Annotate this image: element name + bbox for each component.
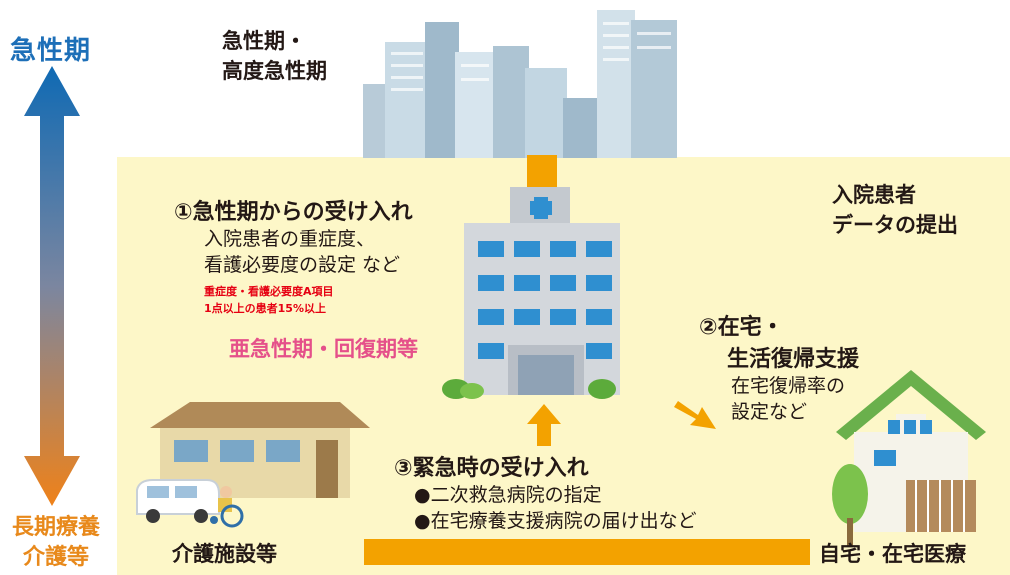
- long-term-axis-label: 長期療養 介護等: [6, 513, 106, 573]
- home-care-label: 自宅・在宅医療: [819, 542, 966, 566]
- item3-bullet1: ●二次救急病院の指定: [414, 484, 602, 506]
- care-facility-icon: [144, 402, 370, 500]
- item1-note-line1: 重症度・看護必要度A項目: [204, 285, 334, 298]
- item2-body-line1: 在宅復帰率の: [731, 375, 846, 397]
- item1-line2: 看護必要度の設定 など: [204, 254, 401, 276]
- item1-body: 入院患者の重症度、 看護必要度の設定 など: [204, 226, 400, 278]
- acute-title-line1: 急性期・: [222, 29, 306, 53]
- item3-title: ③緊急時の受け入れ: [394, 456, 589, 481]
- acute-care-title: 急性期・ 高度急性期: [222, 26, 327, 86]
- emergency-up-arrow-icon: [527, 404, 561, 446]
- item1-note: 重症度・看護必要度A項目 1点以上の患者15%以上: [204, 283, 334, 317]
- data-submit-line1: 入院患者: [832, 183, 916, 207]
- item1-note-line2: 1点以上の患者15%以上: [204, 302, 326, 315]
- house-icon: [836, 370, 986, 532]
- community-bar: [364, 539, 810, 565]
- item1-line1: 入院患者の重症度、: [204, 228, 376, 250]
- item1-title: ①急性期からの受け入れ: [174, 200, 413, 225]
- hospital-icon: [442, 187, 620, 399]
- item3-body: ●二次救急病院の指定 ●在宅療養支援病院の届け出など: [414, 482, 697, 534]
- acute-axis-label: 急性期: [10, 36, 92, 66]
- data-submit-line2: データの提出: [832, 213, 958, 237]
- ambulance-icon: [136, 479, 220, 523]
- care-facility-label: 介護施設等: [172, 542, 277, 566]
- subacute-label: 亜急性期・回復期等: [229, 337, 418, 361]
- acute-connector: [527, 155, 557, 187]
- wheelchair-icon: [210, 486, 244, 528]
- double-arrow-icon: [24, 66, 80, 506]
- item2-body-line2: 設定など: [731, 401, 808, 423]
- city-buildings-icon: [363, 10, 677, 158]
- item3-bullet2: ●在宅療養支援病院の届け出など: [414, 510, 697, 532]
- data-submission-label: 入院患者 データの提出: [832, 180, 958, 240]
- acute-title-line2: 高度急性期: [222, 59, 327, 83]
- item2-title-line1: ②在宅・: [699, 315, 784, 340]
- item2-body: 在宅復帰率の 設定など: [731, 373, 845, 425]
- item2-title-line2: 生活復帰支援: [727, 347, 860, 372]
- tree-icon: [832, 464, 868, 546]
- item2-title: ②在宅・ 生活復帰支援: [699, 312, 859, 376]
- home-direction-arrow-icon: [674, 401, 716, 429]
- long-term-label-line1: 長期療養: [11, 515, 100, 540]
- long-term-label-line2: 介護等: [22, 545, 89, 570]
